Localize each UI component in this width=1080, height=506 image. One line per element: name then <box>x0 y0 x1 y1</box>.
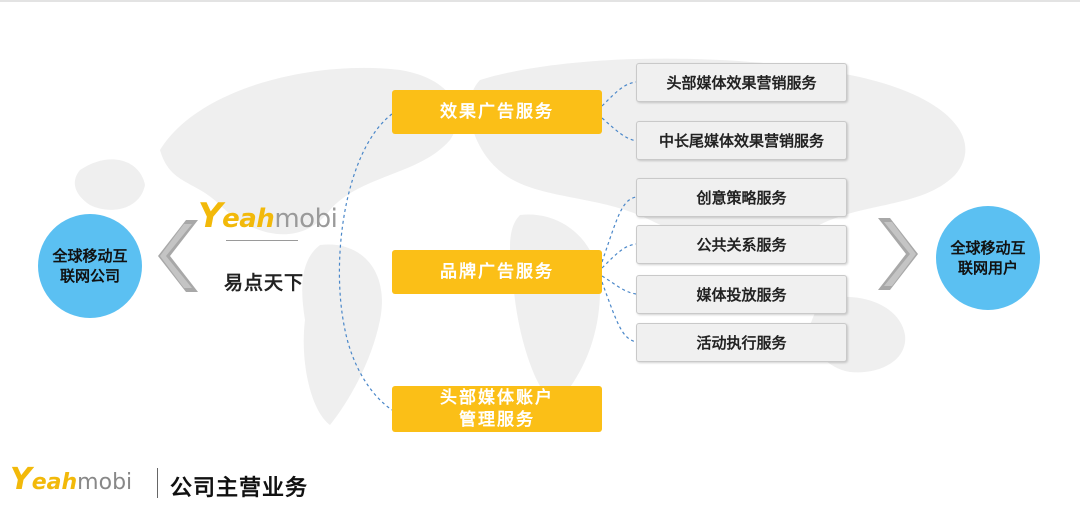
footer-divider <box>157 468 158 498</box>
right-circle-line2: 联网用户 <box>957 259 1018 277</box>
connector-y2-g4 <box>601 243 637 269</box>
connector-y1-g2 <box>601 117 637 142</box>
left-circle-line1: 全球移动互 <box>52 246 128 265</box>
category-label: 效果广告服务 <box>440 101 554 122</box>
service-box: 媒体投放服务 <box>636 275 847 314</box>
service-box: 公共关系服务 <box>636 225 847 264</box>
footer-yeahmobi-logo: Yeahmobi <box>10 462 132 497</box>
category-media-account-management: 头部媒体账户 管理服务 <box>392 386 602 432</box>
logo-mobi: mobi <box>274 204 338 234</box>
service-box: 创意策略服务 <box>636 178 847 217</box>
connector-y2-g3 <box>601 196 637 263</box>
yeahmobi-logo: Yeahmobi <box>198 196 338 241</box>
brand-slogan: 易点天下 <box>224 272 305 294</box>
logo-underline <box>226 240 298 241</box>
category-label-line2: 管理服务 <box>459 410 535 430</box>
service-box: 中长尾媒体效果营销服务 <box>636 121 847 160</box>
top-divider <box>0 0 1080 2</box>
footer-logo-eah: eah <box>31 470 78 495</box>
global-mobile-internet-companies: 全球移动互 联网公司 <box>38 214 142 318</box>
right-circle-line1: 全球移动互 <box>950 238 1026 257</box>
logo-eah: eah <box>222 204 275 234</box>
connector-main-arc <box>338 113 393 411</box>
category-label-line1: 头部媒体账户 <box>440 387 554 408</box>
footer-logo-mobi: mobi <box>77 470 133 495</box>
connector-y2-g6 <box>601 281 637 343</box>
category-performance-ads: 效果广告服务 <box>392 90 602 134</box>
service-box: 活动执行服务 <box>636 323 847 362</box>
category-brand-ads: 品牌广告服务 <box>392 250 602 294</box>
logo-y: Y <box>198 196 223 236</box>
footer-title: 公司主营业务 <box>170 476 309 501</box>
category-label: 品牌广告服务 <box>440 261 554 282</box>
chevron-right-icon <box>878 218 918 290</box>
connector-y2-g5 <box>601 275 637 295</box>
footer-logo-y: Y <box>10 462 32 497</box>
global-mobile-internet-users: 全球移动互 联网用户 <box>936 206 1040 310</box>
connector-y1-g1 <box>601 81 637 107</box>
service-box: 头部媒体效果营销服务 <box>636 63 847 102</box>
left-circle-line2: 联网公司 <box>59 267 120 285</box>
chevron-left-icon <box>158 220 198 292</box>
